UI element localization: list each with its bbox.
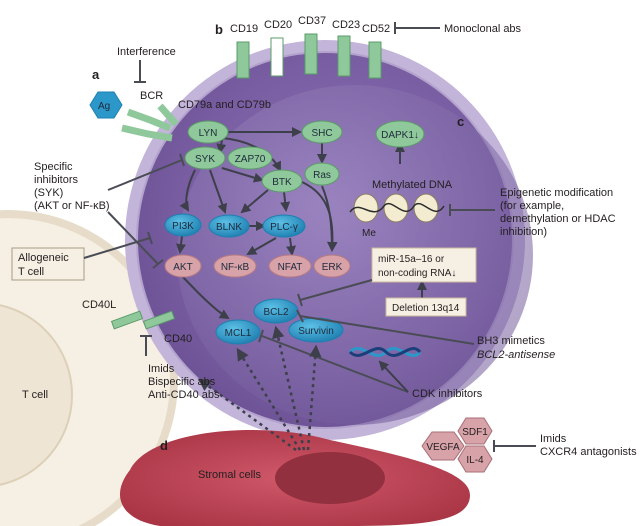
cytokines: VEGFA SDF1 IL-4 Imids CXCR4 antagonists (421, 417, 637, 473)
cd20-label: CD20 (264, 19, 292, 31)
svg-text:CDK inhibitors: CDK inhibitors (412, 388, 483, 400)
svg-text:T cell: T cell (18, 266, 44, 278)
vegfa-label: VEGFA (426, 442, 460, 453)
sdf1-label: SDF1 (462, 427, 488, 438)
interference-label: Interference (117, 46, 176, 58)
node-shc: SHC (301, 120, 343, 144)
t-cell-label: T cell (22, 389, 48, 401)
bh3-annotation: BH3 mimetics BCL2-antisense (296, 309, 555, 361)
cd52-label: CD52 (362, 23, 390, 35)
svg-text:demethylation or HDAC: demethylation or HDAC (500, 213, 616, 225)
svg-text:Ras: Ras (313, 170, 331, 181)
svg-text:PLC-γ: PLC-γ (270, 222, 298, 233)
svg-text:NFAT: NFAT (278, 262, 303, 273)
cdk-annotation: CDK inhibitors (258, 329, 483, 400)
svg-text:(for example,: (for example, (500, 200, 564, 212)
svg-text:CD40: CD40 (164, 333, 192, 345)
svg-text:Allogeneic: Allogeneic (18, 252, 69, 264)
panel-a-label: a (92, 67, 100, 82)
svg-text:BH3 mimetics: BH3 mimetics (477, 335, 545, 347)
svg-text:CD40L: CD40L (82, 299, 116, 311)
epigenetic-annotation: Epigenetic modification (for example, de… (500, 187, 616, 238)
svg-text:Survivin: Survivin (298, 326, 334, 337)
svg-text:ERK: ERK (322, 262, 343, 273)
monoclonal-abs-label: Monoclonal abs (444, 23, 522, 35)
svg-text:NF-κB: NF-κB (221, 262, 250, 273)
deletion-box (385, 297, 467, 317)
svg-text:Specific: Specific (34, 161, 73, 173)
pathway-nodes: LYN SYK ZAP70 BTK SHC Ras PI3K BLNK (164, 120, 425, 345)
cd40-interaction: CD40L CD40 Imids Bispecific abs Anti-CD4… (82, 299, 220, 401)
svg-text:BLNK: BLNK (216, 222, 242, 233)
svg-text:DAPK1↓: DAPK1↓ (381, 130, 419, 141)
cd23-label: CD23 (332, 19, 360, 31)
svg-text:BCL2: BCL2 (263, 307, 288, 318)
node-mcl1: MCL1 (215, 319, 261, 345)
svg-text:(SYK): (SYK) (34, 187, 63, 199)
svg-text:inhibitors: inhibitors (34, 174, 79, 186)
svg-text:SHC: SHC (311, 128, 332, 139)
node-bcl2: BCL2 (253, 298, 299, 324)
cd79-label: CD79a and CD79b (178, 99, 271, 111)
svg-text:Anti-CD40 abs: Anti-CD40 abs (148, 389, 220, 401)
svg-text:(AKT or NF-κB): (AKT or NF-κB) (34, 200, 110, 212)
cd37-label: CD37 (298, 15, 326, 27)
svg-text:CXCR4 antagonists: CXCR4 antagonists (540, 446, 637, 458)
svg-text:BTK: BTK (272, 177, 292, 188)
svg-text:PI3K: PI3K (172, 221, 194, 232)
node-ras: Ras (304, 162, 340, 186)
il4-label: IL-4 (466, 455, 484, 466)
svg-text:SYK: SYK (195, 154, 215, 165)
antigen-label: Ag (98, 101, 110, 112)
svg-text:Bispecific abs: Bispecific abs (148, 376, 216, 388)
svg-text:AKT: AKT (173, 262, 192, 273)
node-blnk: BLNK (208, 214, 250, 238)
node-btk: BTK (261, 169, 303, 193)
svg-text:Epigenetic modification: Epigenetic modification (500, 187, 613, 199)
node-pi3k: PI3K (164, 213, 202, 237)
mirna-box (371, 247, 477, 283)
bcr-complex: Ag a Interference BCR CD79a and CD79b (89, 46, 271, 142)
svg-text:Imids: Imids (148, 363, 175, 375)
mirna-line1: miR-15a–16 or (378, 254, 445, 265)
panel-d-label: d (160, 438, 168, 453)
dna-helix-icon (348, 347, 422, 357)
monoclonal-abs-annotation: Monoclonal abs (394, 22, 522, 35)
svg-text:LYN: LYN (199, 128, 218, 139)
methyl-label: Me (362, 228, 376, 239)
node-lyn: LYN (187, 120, 229, 144)
node-nfkb: NF-κB (213, 254, 257, 278)
node-plc-gamma: PLC-γ (262, 214, 306, 238)
node-nfat: NFAT (268, 254, 312, 278)
bcr-label: BCR (140, 90, 163, 102)
node-zap70: ZAP70 (227, 146, 273, 170)
stromal-cell: Stromal cells (120, 430, 470, 526)
node-akt: AKT (164, 254, 202, 278)
node-dapk1: DAPK1↓ (375, 120, 425, 148)
stroma-signals: d (160, 325, 322, 453)
svg-text:Imids: Imids (540, 433, 567, 445)
epigenetic-region: c Methylated DNA Me miR-15a–16 or non-co… (297, 114, 495, 317)
node-erk: ERK (313, 254, 351, 278)
cd19-label: CD19 (230, 23, 258, 35)
svg-text:inhibition): inhibition) (500, 226, 547, 238)
svg-text:ZAP70: ZAP70 (235, 154, 266, 165)
allogeneic-annotation: Allogeneic T cell (11, 231, 153, 281)
stromal-cells-label: Stromal cells (198, 469, 261, 481)
nucleosome-icons (349, 193, 445, 223)
specific-inhibitors-annotation: Specific inhibitors (SYK) (AKT or NF-κB) (34, 153, 185, 269)
panel-b-label: b (215, 22, 223, 37)
svg-text:MCL1: MCL1 (225, 328, 252, 339)
svg-text:BCL2-antisense: BCL2-antisense (477, 349, 555, 361)
mirna-line2: non-coding RNA↓ (378, 268, 456, 279)
node-syk: SYK (184, 146, 226, 170)
methylated-dna-label: Methylated DNA (372, 179, 453, 191)
panel-c-label: c (457, 114, 464, 129)
deletion-label: Deletion 13q14 (392, 303, 460, 314)
surface-receptors: CD19 CD20 CD37 CD23 CD52 b (215, 15, 390, 79)
signaling-arrows (176, 127, 427, 320)
